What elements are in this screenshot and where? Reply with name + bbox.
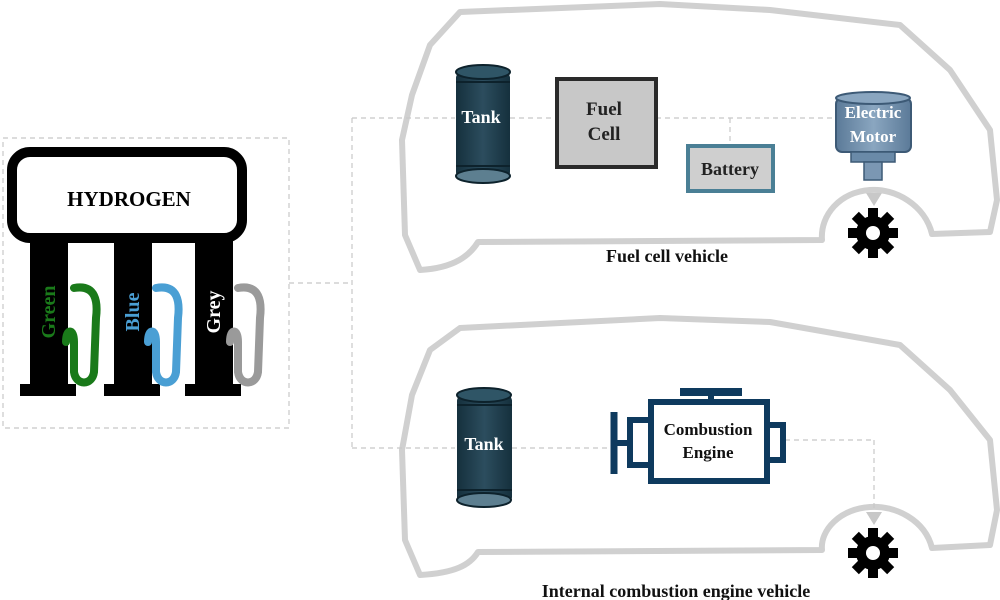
blue-label: Blue	[122, 292, 144, 331]
blue-hose-icon	[144, 283, 183, 387]
green-hose-icon	[62, 283, 101, 387]
station-title: HYDROGEN	[67, 187, 191, 211]
grey-label: Grey	[203, 291, 225, 334]
battery-label: Battery	[701, 159, 759, 179]
engine-label-line2: Engine	[682, 443, 733, 462]
ice-car-outline	[399, 315, 1000, 578]
ice-tank-label: Tank	[464, 434, 503, 454]
electric-motor-icon	[835, 91, 912, 181]
arrowheads	[866, 193, 882, 525]
battery-box	[686, 144, 775, 193]
motor-label-line2: Motor	[850, 127, 897, 146]
grey-hose-icon	[226, 283, 265, 387]
connector-lines	[2, 117, 875, 520]
grey-column	[195, 238, 233, 388]
fc-wheel-gear-icon	[848, 208, 898, 258]
ice-vehicle-caption: Internal combustion engine vehicle	[542, 581, 811, 600]
green-label: Green	[38, 286, 60, 339]
combustion-engine-icon	[610, 388, 786, 484]
fuel-cell-label-line1: Fuel	[586, 99, 622, 120]
fc-tank-icon	[455, 64, 511, 184]
fuel-cell-label-line2: Cell	[588, 124, 621, 145]
green-column	[30, 238, 68, 388]
ice-tank-icon	[456, 387, 512, 508]
blue-column	[114, 238, 152, 388]
motor-label-line1: Electric	[845, 103, 902, 122]
fuel-cell-vehicle-caption: Fuel cell vehicle	[606, 246, 728, 266]
ice-wheel-gear-icon	[848, 528, 898, 578]
engine-label-line1: Combustion	[664, 420, 753, 439]
fc-tank-label: Tank	[461, 107, 500, 127]
fuel-cell-box	[555, 77, 658, 169]
fuel-cell-car-outline	[399, 1, 1000, 273]
hydrogen-station: HYDROGEN Green Blue Grey	[7, 147, 265, 396]
